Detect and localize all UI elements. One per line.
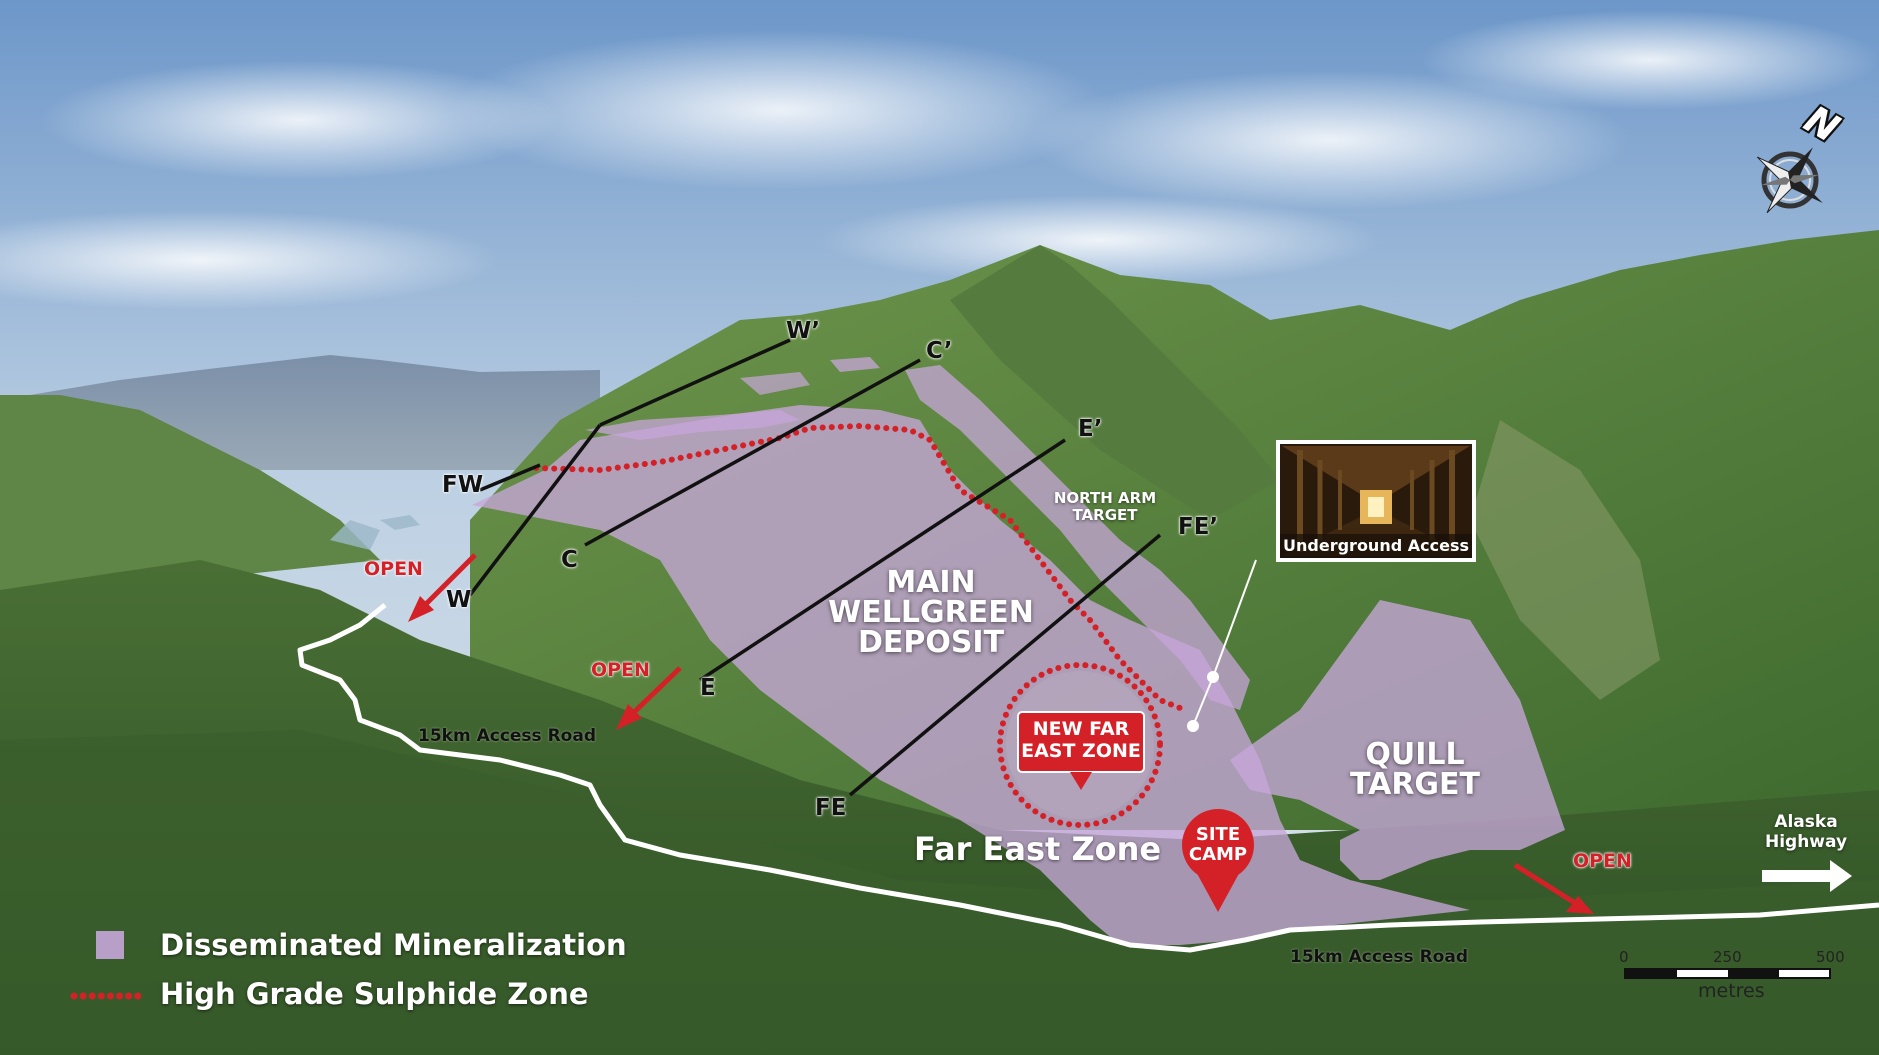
north-arm-label: NORTH ARM TARGET bbox=[1050, 490, 1160, 524]
underground-leader bbox=[1212, 559, 1257, 678]
new-far-east-line-2: EAST ZONE bbox=[1021, 740, 1141, 762]
access-road bbox=[297, 603, 1879, 953]
alaska-highway-label: Alaska Highway bbox=[1756, 812, 1856, 852]
scale-tick-0: 0 bbox=[1619, 948, 1629, 966]
section-label-c-start: C bbox=[561, 547, 578, 573]
quill-line-1: QUILL bbox=[1365, 737, 1465, 772]
section-line-w-upper bbox=[599, 338, 791, 427]
main-deposit-line-3: DEPOSIT bbox=[857, 625, 1005, 660]
underground-access-photo bbox=[1276, 440, 1476, 562]
legend-disseminated-label: Disseminated Mineralization bbox=[160, 928, 627, 962]
scale-unit: metres bbox=[1698, 980, 1765, 1002]
high-grade-sulphide-line bbox=[533, 422, 1188, 713]
site-camp-line-2: CAMP bbox=[1188, 844, 1248, 865]
open-label-east: OPEN bbox=[1573, 850, 1632, 872]
quill-target-label: QUILL TARGET bbox=[1310, 740, 1520, 800]
new-far-east-zone-label: NEW FAR EAST ZONE bbox=[1018, 718, 1144, 762]
alaska-highway-arrow bbox=[1762, 860, 1852, 892]
open-label-west: OPEN bbox=[591, 659, 650, 681]
alaska-highway-line-1: Alaska bbox=[1774, 812, 1838, 832]
main-deposit-line-2: WELLGREEN bbox=[828, 595, 1034, 630]
upper-strip-mineralization bbox=[585, 410, 800, 440]
open-arrow-west bbox=[616, 666, 682, 730]
section-label-fw: FW bbox=[442, 472, 484, 498]
open-label-northwest: OPEN bbox=[364, 558, 423, 580]
main-deposit-label: MAIN WELLGREEN DEPOSIT bbox=[826, 568, 1036, 658]
quill-line-2: TARGET bbox=[1349, 767, 1481, 802]
section-label-w-start: W bbox=[446, 587, 472, 613]
underground-access-caption: Underground Access bbox=[1283, 536, 1469, 555]
access-road-label-east: 15km Access Road bbox=[1290, 947, 1469, 967]
scale-bar bbox=[1624, 968, 1831, 979]
site-camp-label: SITE CAMP bbox=[1182, 825, 1254, 865]
scale-tick-250: 250 bbox=[1713, 948, 1742, 966]
far-east-zone-label: Far East Zone bbox=[914, 830, 1162, 868]
new-far-east-callout bbox=[1017, 711, 1145, 790]
access-road-label-west: 15km Access Road bbox=[418, 726, 597, 746]
open-arrow-northwest bbox=[408, 553, 477, 622]
open-arrow-east bbox=[1513, 862, 1594, 914]
section-line-c bbox=[584, 358, 921, 547]
section-line-fw bbox=[479, 463, 541, 492]
north-arm-line-1: NORTH ARM bbox=[1053, 489, 1157, 507]
scale-tick-500: 500 bbox=[1816, 948, 1845, 966]
new-far-east-zone-circle bbox=[997, 662, 1163, 828]
section-label-c-end: C’ bbox=[926, 338, 953, 364]
section-label-w-end: W’ bbox=[786, 318, 821, 344]
section-label-e-start: E bbox=[700, 675, 716, 701]
section-label-e-end: E’ bbox=[1078, 416, 1103, 442]
legend-swatch-disseminated bbox=[96, 931, 124, 959]
new-far-east-line-1: NEW FAR bbox=[1032, 718, 1130, 740]
legend-high-grade-label: High Grade Sulphide Zone bbox=[160, 977, 589, 1011]
site-camp-pin bbox=[1182, 809, 1254, 912]
compass-rose-icon bbox=[1756, 147, 1823, 214]
ridge-strip-2-mineralization bbox=[740, 372, 810, 395]
quill-target-mineralization bbox=[1230, 600, 1565, 880]
main-deposit-line-1: MAIN bbox=[886, 565, 976, 600]
section-line-fe bbox=[848, 533, 1162, 797]
section-line-e bbox=[699, 438, 1066, 682]
section-label-fe-end: FE’ bbox=[1178, 514, 1219, 540]
ridge-strip-mineralization bbox=[830, 357, 880, 372]
alaska-highway-line-2: Highway bbox=[1764, 832, 1848, 852]
section-label-fe-start: FE bbox=[815, 795, 847, 821]
site-camp-line-1: SITE bbox=[1195, 824, 1241, 845]
section-line-w bbox=[468, 423, 602, 597]
north-arm-line-2: TARGET bbox=[1072, 506, 1138, 524]
north-arm-mineralization bbox=[905, 365, 1250, 710]
